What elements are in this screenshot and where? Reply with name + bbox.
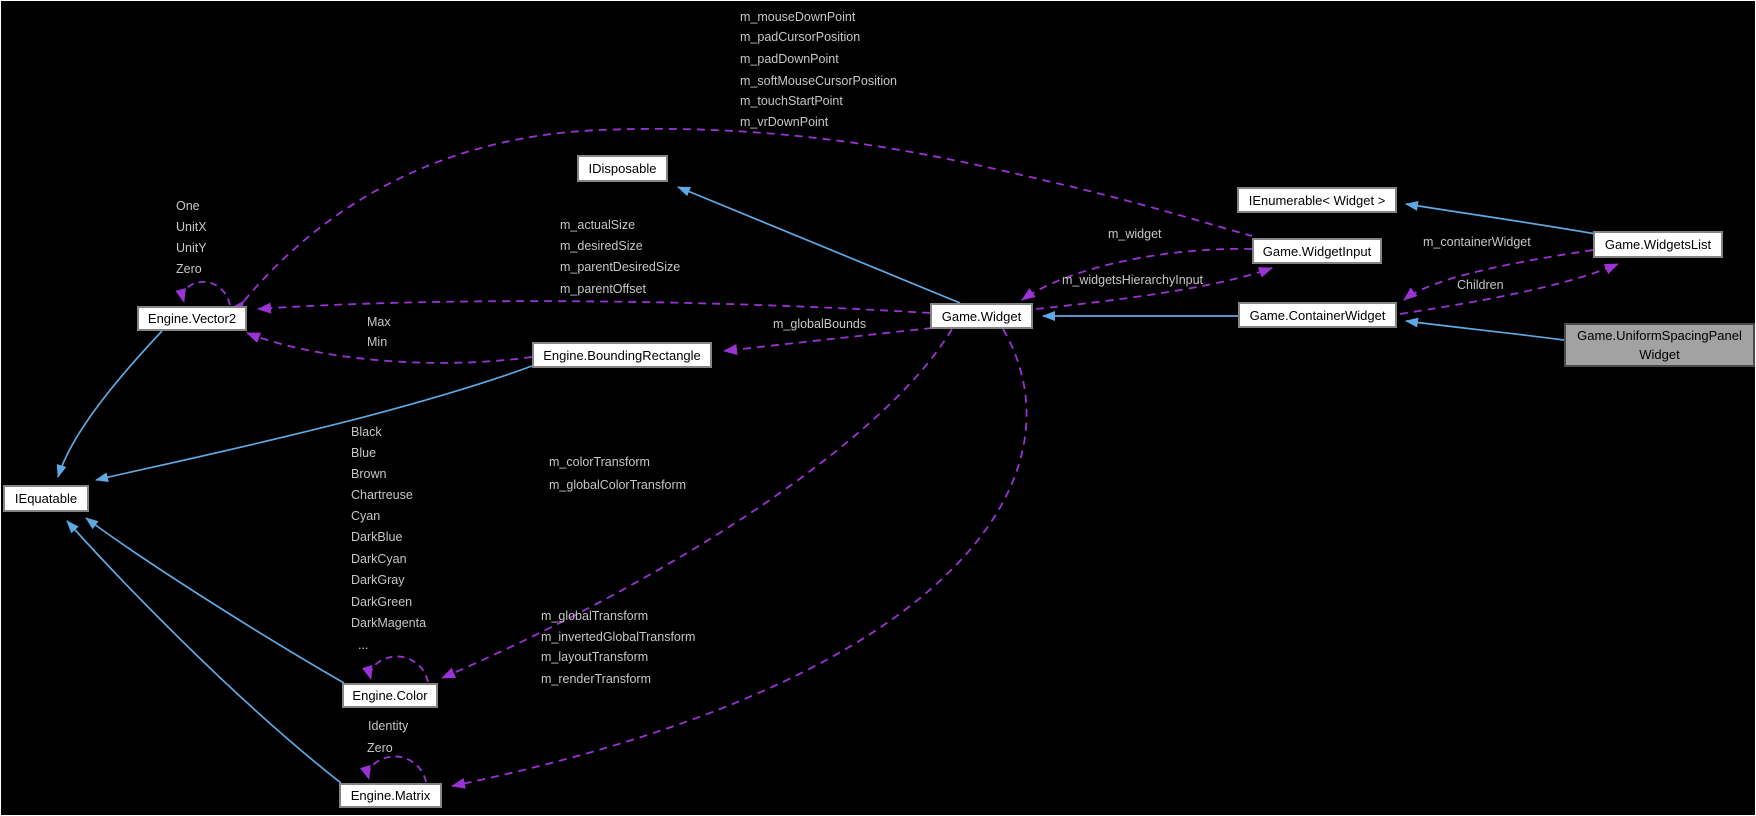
edge-label: m_containerWidget — [1423, 235, 1531, 249]
node-ienumerable-widget[interactable]: IEnumerable< Widget > — [1237, 187, 1397, 213]
edge-uniformspacingpanel-to-containerwidget — [1405, 317, 1565, 341]
edge-label: Black — [351, 425, 382, 439]
edge-label: ... — [358, 638, 369, 652]
edge-label: m_vrDownPoint — [740, 115, 829, 129]
edge-label: DarkGreen — [351, 595, 413, 609]
edge-label: m_invertedGlobalTransform — [541, 630, 696, 644]
node-game-containerwidget[interactable]: Game.ContainerWidget — [1238, 302, 1397, 328]
edge-boundingrectangle-to-vector2 — [246, 332, 533, 364]
edge-matrix-self-loop — [360, 755, 427, 783]
edge-label: m_parentDesiredSize — [560, 260, 681, 274]
edge-label: Chartreuse — [351, 488, 413, 502]
edge-widget-to-boundingrectangle — [723, 327, 933, 355]
edge-label: m_actualSize — [560, 218, 636, 232]
node-game-uniformspacingpanelwidget[interactable]: Game.UniformSpacingPanel Widget — [1564, 323, 1755, 367]
edge-label: Zero — [176, 262, 202, 276]
edge-label: UnitY — [176, 241, 207, 255]
edge-label: DarkMagenta — [351, 616, 427, 630]
edge-label: m_globalBounds — [773, 317, 867, 331]
edge-widget-to-color — [441, 328, 953, 679]
node-game-widget[interactable]: Game.Widget — [930, 303, 1033, 329]
edge-label: One — [176, 199, 200, 213]
edge-label: Cyan — [351, 509, 381, 523]
edge-label: Max — [367, 315, 391, 329]
edge-label: Brown — [351, 467, 387, 481]
edge-label: m_padCursorPosition — [740, 30, 861, 44]
node-engine-matrix[interactable]: Engine.Matrix — [339, 783, 442, 808]
edge-matrix-to-iequatable — [66, 520, 342, 784]
edge-label: Min — [367, 335, 388, 349]
edge-vector2-to-iequatable — [56, 330, 163, 478]
edge-widget-to-widgetinput — [1035, 267, 1273, 310]
edge-vector2-self-loop — [175, 281, 231, 306]
edge-label: m_colorTransform — [549, 455, 650, 469]
node-engine-color[interactable]: Engine.Color — [342, 683, 438, 708]
edge-label: m_touchStartPoint — [740, 94, 843, 108]
edge-label: m_globalColorTransform — [549, 478, 687, 492]
edge-label: DarkBlue — [351, 530, 403, 544]
edge-label: DarkGray — [351, 573, 405, 587]
edge-label: m_widget — [1108, 227, 1162, 241]
main-node-label-line2: Widget — [1639, 347, 1680, 362]
edge-boundingrectangle-to-iequatable — [95, 365, 533, 483]
edge-label: Children — [1457, 278, 1504, 292]
node-idisposable[interactable]: IDisposable — [577, 155, 668, 182]
node-game-widgetslist[interactable]: Game.WidgetsList — [1593, 231, 1723, 258]
edge-label: UnitX — [176, 220, 207, 234]
edge-label: Zero — [367, 741, 393, 755]
main-node-label-line1: Game.UniformSpacingPanel — [1577, 328, 1742, 343]
edge-label: m_desiredSize — [560, 239, 643, 253]
edge-label: m_globalTransform — [541, 609, 649, 623]
edge-label: Identity — [368, 719, 409, 733]
node-engine-vector2[interactable]: Engine.Vector2 — [137, 306, 247, 331]
edge-label: m_layoutTransform — [541, 650, 649, 664]
edge-containerwidget-to-widgetslist — [1399, 263, 1619, 315]
edge-label: m_padDownPoint — [740, 52, 839, 66]
edge-label: DarkCyan — [351, 552, 407, 566]
edge-widgetinput-to-widget — [1021, 247, 1253, 301]
edge-color-to-iequatable — [85, 517, 345, 684]
edge-label: m_parentOffset — [560, 282, 646, 296]
edge-label: m_mouseDownPoint — [740, 10, 856, 24]
edge-widgetslist-to-ienumerable — [1405, 200, 1597, 235]
edge-label: Blue — [351, 446, 377, 460]
edge-widget-to-vector2 — [257, 300, 931, 314]
edge-label: m_softMouseCursorPosition — [740, 74, 898, 88]
edge-label: m_renderTransform — [541, 672, 651, 686]
edge-widgetslist-to-containerwidget — [1403, 249, 1594, 301]
node-iequatable[interactable]: IEquatable — [3, 485, 89, 512]
node-game-widgetinput[interactable]: Game.WidgetInput — [1252, 238, 1382, 264]
edge-widgetinput-to-vector2 — [231, 127, 1253, 315]
edge-widget-to-idisposable — [677, 186, 961, 304]
edge-label: m_widgetsHierarchyInput — [1062, 273, 1204, 287]
node-engine-boundingrectangle[interactable]: Engine.BoundingRectangle — [532, 342, 712, 368]
edge-color-self-loop — [362, 655, 429, 683]
edge-widget-to-matrix — [451, 328, 1028, 789]
